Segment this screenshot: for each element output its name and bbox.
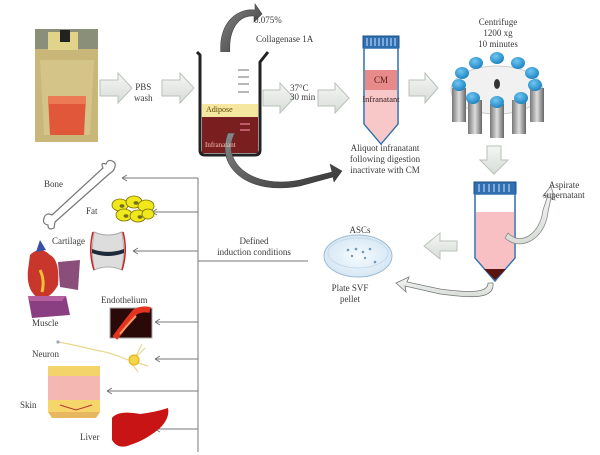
arrow-down-centrifuge [478, 145, 510, 175]
muscle-icon [28, 296, 70, 318]
lineage-liver-label: Liver [80, 432, 100, 442]
aliquot-label: Aliquot infranatant following digestion … [330, 143, 440, 176]
collagenase-pct-label: 0.075% [254, 15, 282, 25]
arrow-incubate-2 [317, 81, 350, 115]
lineage-cartilage-label: Cartilage [52, 236, 85, 246]
centrifuge-label: Centrifuge 1200 xg 10 minutes [470, 17, 526, 50]
incubation-time: 30 min [290, 92, 316, 102]
collagenase-arrow [220, 3, 263, 56]
tube-cm-label: CM [373, 75, 388, 85]
induction-line-2: induction conditions [217, 247, 291, 257]
cardiac-tissue-icon [58, 260, 80, 290]
centrifuge-line-3: 10 minutes [478, 39, 518, 49]
lineage-endothelium-label: Endothelium [101, 295, 148, 305]
cartilage-icon [90, 231, 126, 271]
beaker [195, 50, 270, 157]
lineage-muscle-label: Muscle [32, 318, 59, 328]
collagenase-name-label: Collagenase 1A [256, 34, 314, 44]
pbs-label: PBS [135, 82, 152, 92]
conical-tube-cm [362, 35, 400, 146]
centrifuge-line-2: 1200 xg [483, 28, 513, 38]
aspirate-label: Aspirate supernatant [533, 180, 595, 200]
arrow-pbs-2 [161, 71, 195, 105]
plate-line-2: pellet [340, 294, 360, 304]
lineage-bone-label: Bone [44, 179, 63, 189]
conical-tube-pellet [473, 181, 517, 283]
aliquot-line-2: following digestion [349, 154, 421, 164]
petri-dish [323, 234, 393, 278]
aliquot-line-1: Aliquot infranatant [350, 143, 420, 153]
heart-icon [27, 240, 59, 299]
lipoaspirate-photo [35, 29, 98, 142]
ascs-label: ASCs [349, 225, 371, 235]
lineage-arrows [106, 174, 198, 433]
aliquot-arrow [224, 132, 343, 189]
pbs-wash-label: PBS wash [134, 82, 153, 104]
liver-icon [112, 408, 169, 447]
incubation-temp: 37°C [290, 83, 309, 93]
lineage-neuron-label: Neuron [32, 349, 59, 359]
plate-svf-label: Plate SVF pellet [325, 283, 375, 305]
fat-icon [111, 195, 155, 223]
aspirate-line-2: supernatant [543, 190, 585, 200]
centrifuge-line-1: Centrifuge [478, 17, 518, 27]
arrow-incubate-1 [262, 81, 295, 115]
wash-label: wash [134, 93, 153, 103]
endothelium-icon [109, 306, 153, 340]
induction-label: Defined induction conditions [200, 236, 308, 258]
incubation-label: 37°C 30 min [290, 84, 315, 102]
arrow-pbs-1 [99, 71, 133, 105]
tube-infranatant-label: Infranatant [362, 94, 400, 104]
plate-svf-arrow [395, 276, 494, 298]
beaker-infranatant-label: Infranatant [205, 141, 236, 149]
aliquot-line-3: inactivate with CM [350, 165, 420, 175]
centrifuge [450, 52, 544, 138]
arrow-centrifuge [408, 71, 439, 105]
neuron-icon [56, 340, 149, 373]
bone-icon [42, 159, 116, 230]
lineage-skin-label: Skin [20, 400, 37, 410]
skin-icon [48, 366, 100, 418]
aspirate-line-1: Aspirate [548, 180, 580, 190]
lineage-fat-label: Fat [86, 206, 98, 216]
arrow-to-dish [423, 231, 458, 261]
beaker-adipose-label: Adipose [206, 105, 233, 114]
plate-line-1: Plate SVF [331, 283, 369, 293]
induction-bracket [197, 178, 308, 452]
induction-line-1: Defined [239, 236, 269, 246]
aspirate-arrow [504, 185, 556, 245]
